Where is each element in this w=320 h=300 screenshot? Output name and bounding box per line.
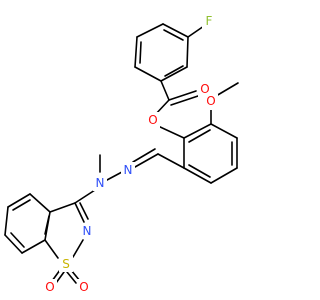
bond-anisole-inner-3 [188,164,211,178]
bond-benzo-2 [7,193,31,208]
bond-fluorobenzene-inner-1 [139,41,142,64]
atom-fluorine: F [202,14,216,30]
bond-c3a-c3 [49,202,76,213]
bond-fluorobenzene-6 [162,23,189,38]
atom-label-f: F [206,14,213,28]
bond-benzo-inner-2 [10,232,25,248]
bond-fluorobenzene-3 [134,66,162,82]
bond-c-f [187,25,205,38]
atom-ring-nitrogen: N [80,223,94,239]
atom-label-o-carbonyl: O [200,82,209,96]
bonds [4,23,239,284]
atom-sulfonyl-oxygen-1: O [43,279,57,295]
bond-n-n [106,171,123,181]
bond-ch-n-double-1 [134,153,159,168]
bond-benzo-5 [21,239,46,254]
atom-label-o-sulfonyl-1: O [45,280,54,294]
atom-sulfonyl-oxygen-2: O [77,279,91,295]
bond-ring-carbonyl [160,80,170,101]
atom-label-n-ring: N [83,224,92,238]
bond-methoxy-o-ch3 [215,82,239,97]
bond-fluorobenzene-2 [134,36,138,68]
bond-s-c7a [44,239,59,259]
atom-hydrazone-nitrogen: N [121,162,135,178]
atom-sulfur: S [59,256,73,272]
bond-benzo-inner-3 [44,215,50,235]
bond-c3-n-double-1 [74,202,85,223]
bond-carbonyl-double-2 [170,95,199,106]
bond-anisole-5 [183,167,212,184]
bond-s-o-1b [55,271,65,284]
bond-benzo-1 [29,193,51,213]
bond-ch-n-double-2 [132,148,156,163]
bond-benzo-3 [4,206,9,236]
atom-label-o-sulfonyl-2: O [79,280,88,294]
bond-fluorobenzene-inner-2 [164,65,184,77]
atom-ester-oxygen: O [146,112,160,128]
atom-methoxy-oxygen: O [204,94,218,110]
bond-n-s [72,239,84,258]
atom-label-o-ester: O [148,113,157,127]
bond-anisole-4 [210,167,238,184]
atom-label-o-methoxy: O [206,94,215,108]
bond-s-o-2b [66,271,77,284]
atom-label-n-methyl: N [96,176,105,190]
bond-ester-o-aryl [157,125,185,139]
bond-benzo-4 [4,234,23,254]
atom-label-n-hydrazone: N [124,163,133,177]
bond-anisole-inner-1 [188,129,211,143]
bond-aryl-ch [157,153,185,169]
bond-fluorobenzene-inner-3 [163,29,184,41]
bond-n-c3 [74,189,96,204]
bond-fluorobenzene-1 [136,23,164,38]
bond-c3-n-double-2 [79,202,89,220]
atom-labels: F O O O N N N S [43,14,218,295]
bond-anisole-2 [210,123,238,139]
molecule-structure-diagram: F O O O N N N S [4,14,239,295]
bond-anisole-1 [183,123,212,139]
bond-benzo-inner-1 [12,199,31,211]
bond-fluorobenzene-4 [160,66,188,82]
atom-methyl-nitrogen: N [93,175,107,191]
bond-carbonyl-double-1 [168,90,197,101]
bond-fluorobenzene-5 [186,36,189,68]
atom-label-s: S [62,257,70,271]
